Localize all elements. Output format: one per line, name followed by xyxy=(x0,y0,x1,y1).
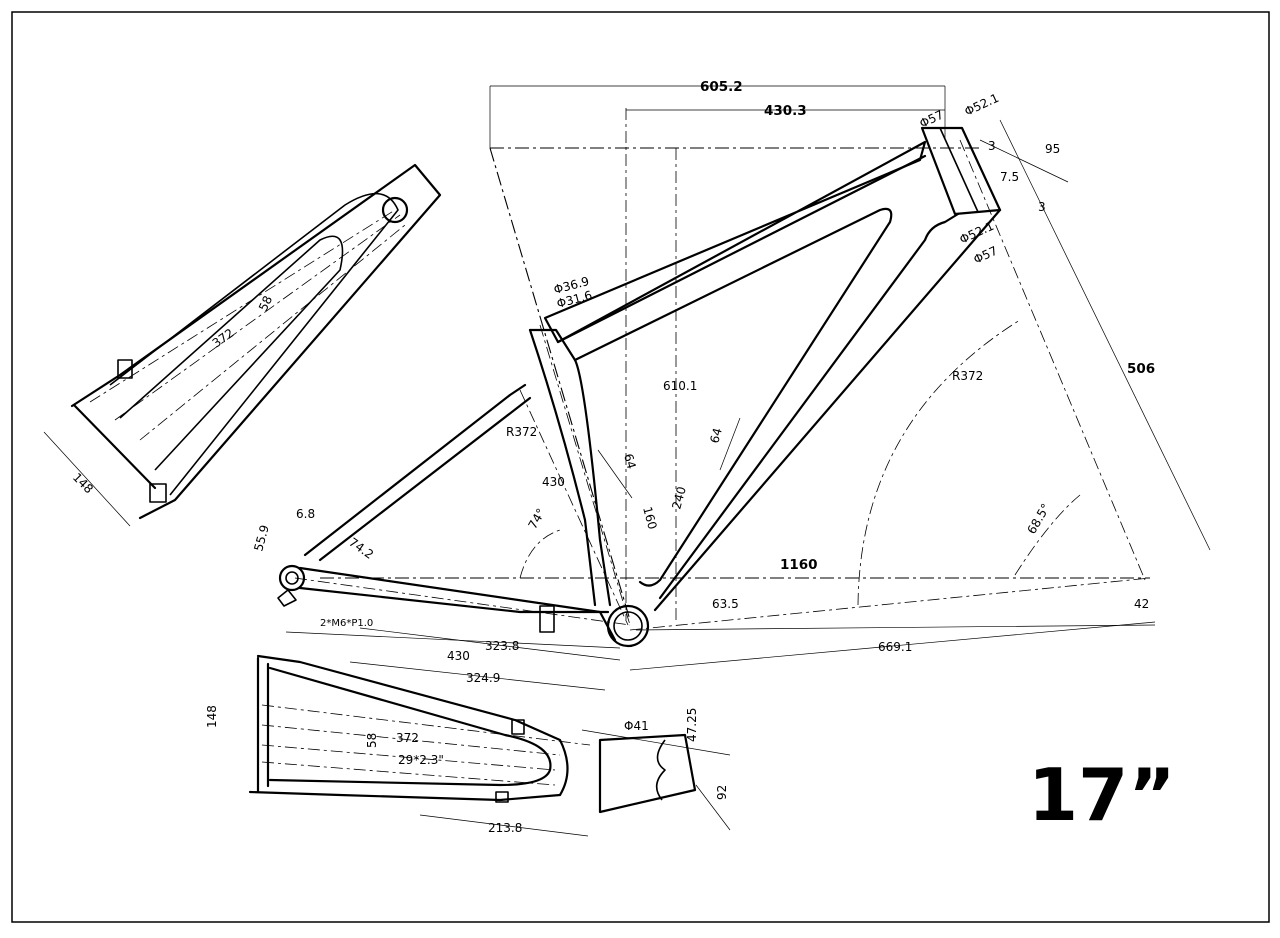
chainstay-view xyxy=(248,654,731,837)
dim-reach: 430.3 xyxy=(764,103,807,119)
dim-front-center: 506 xyxy=(1127,361,1155,377)
seatstay-axle-width: 148 xyxy=(70,470,96,496)
dim-front-reach-horizontal: 669.1 xyxy=(878,640,912,654)
side-view xyxy=(277,85,1211,671)
dim-front-radius: R372 xyxy=(506,425,537,439)
dim-seat-tube-lower: 160 xyxy=(640,505,659,531)
chainstay-bb-width: 92 xyxy=(715,785,729,800)
dim-seat-angle: 74° xyxy=(525,506,548,531)
chainstay-width: 58 xyxy=(365,733,379,748)
chainstay-bb-offset: 47.25 xyxy=(685,708,699,742)
dim-stack: 610.1 xyxy=(663,379,697,393)
dim-wheelbase: 1160 xyxy=(780,557,818,573)
side-view-labels: 605.2 430.3 Φ57 Φ52.1 3 7.5 3 95 Φ52.1 Φ… xyxy=(251,79,1155,663)
chainstay-tire-clearance: 29*2.3" xyxy=(398,753,444,767)
dim-headtube-length: 95 xyxy=(1045,142,1060,156)
dim-headtube-offset-top: 3 xyxy=(988,139,996,153)
dim-downtube-width-b: 64 xyxy=(707,426,724,444)
dim-headtube-top-inner: Φ52.1 xyxy=(962,91,1001,119)
dim-headtube-bottom-inner: Φ52.1 xyxy=(957,219,996,247)
dim-head-angle: 68.5° xyxy=(1024,501,1052,536)
chainstay-bridge: 213.8 xyxy=(488,821,522,835)
dim-chainstay-rear: 323.8 xyxy=(485,639,519,653)
seatstay-view-labels: 372 58 148 xyxy=(70,294,275,497)
seatstay-width: 58 xyxy=(256,294,275,314)
dim-downtube-length: 240 xyxy=(669,485,688,511)
seatstay-view xyxy=(43,163,442,527)
dim-headtube-offset-bottom: 3 xyxy=(1038,200,1046,214)
chainstay-seatstay-length: 324.9 xyxy=(466,671,500,685)
frame-size-label: 17” xyxy=(1028,753,1176,837)
dim-reach-total: 605.2 xyxy=(700,79,743,95)
chainstay-view-labels: 324.9 372 58 29*2.3" 148 Φ41 47.25 92 21… xyxy=(205,671,729,835)
drawing-border xyxy=(11,11,1270,923)
chainstay-axle-width: 148 xyxy=(205,705,219,728)
chainstay-bb-tube: Φ41 xyxy=(624,719,649,733)
dim-dropout-c: 74.2 xyxy=(346,535,376,562)
dim-fork-offset: 42 xyxy=(1134,597,1149,611)
dim-dropout-b: 55.9 xyxy=(251,523,271,552)
dim-headtube-cup: 7.5 xyxy=(1000,170,1019,184)
dim-headtube-bottom-outer: Φ57 xyxy=(971,244,999,267)
seatstay-length: 372 xyxy=(210,326,237,351)
dim-chainstay-length: 430 xyxy=(447,649,470,663)
dim-seat-tube-length: 430 xyxy=(542,475,565,489)
dim-dropout-a: 6.8 xyxy=(296,507,315,521)
dim-bb-drop: 63.5 xyxy=(712,597,739,611)
dim-downtube-width-a: 64 xyxy=(621,452,638,470)
chainstay-length: 372 xyxy=(396,731,419,745)
dim-rear-radius: R372 xyxy=(952,369,983,383)
dim-dropout-thread: 2*M6*P1.0 xyxy=(320,618,373,629)
